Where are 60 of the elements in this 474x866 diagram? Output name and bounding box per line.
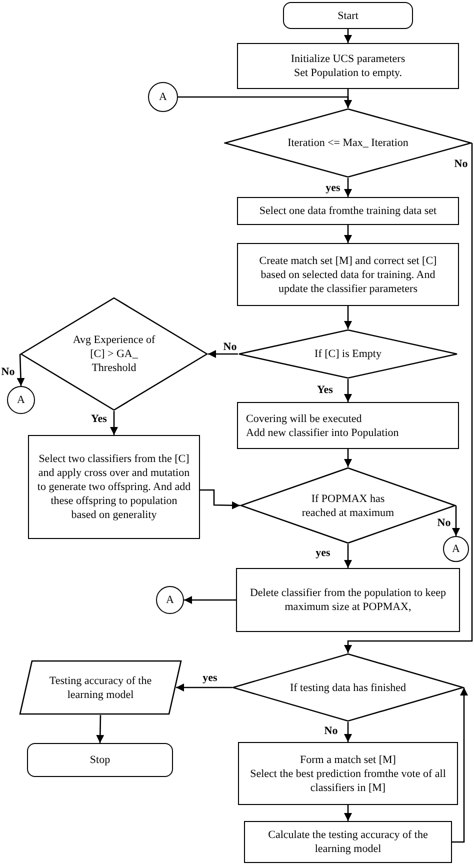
arrow <box>184 596 236 604</box>
arrow <box>344 449 352 467</box>
node-text: Start <box>338 8 358 22</box>
edge-label: No <box>453 158 469 170</box>
arrow <box>200 489 240 510</box>
arrow <box>344 178 352 197</box>
process-box <box>28 435 200 539</box>
node-text: Set Population to empty. <box>294 66 402 80</box>
arrow <box>344 89 352 108</box>
node-text: Iteration <= Max_ Iteration <box>288 136 408 150</box>
edge-label: Yes <box>316 384 334 396</box>
stop-terminal <box>27 743 173 777</box>
node-text: Stop <box>90 753 110 767</box>
node-text: Initialize UCS parameters <box>290 52 406 66</box>
process-box <box>237 402 459 449</box>
node-text: Select the best prediction fromthe vote of all classifiers in [M] <box>249 766 447 794</box>
node-text: Form a match set [M] <box>300 752 396 766</box>
arrow <box>344 143 473 653</box>
arrow <box>344 805 352 821</box>
process-box <box>237 197 459 225</box>
node-text: Avg Experience of [C] > GA_ Threshold <box>72 333 156 375</box>
edge-label: No <box>436 517 452 529</box>
node-text: A <box>452 542 460 556</box>
arrow <box>344 544 352 568</box>
node-text: Covering will be executed <box>246 412 362 426</box>
arrow <box>452 506 460 536</box>
arrow <box>344 722 352 742</box>
edge-label: Yes <box>90 413 108 425</box>
arrow <box>110 411 118 435</box>
arrow <box>96 714 104 744</box>
arrow <box>16 354 25 386</box>
start-terminal <box>283 2 413 29</box>
process-box <box>237 43 459 89</box>
process-box <box>237 243 459 306</box>
process-box <box>238 742 458 805</box>
edge-label: No <box>323 725 339 737</box>
node-text: Delete classifier from the population to keep maximum size at POPMAX, <box>248 586 448 614</box>
process-box <box>236 568 460 632</box>
arrow <box>452 688 468 843</box>
arrow <box>344 29 352 43</box>
arrow <box>176 684 232 692</box>
node-text: Create match set [M] and correct set [C] based on selected data for training. And update the classifier parameters <box>258 254 438 296</box>
node-text: Select one data fromthe training data set <box>259 204 437 218</box>
node-text: A <box>159 90 167 104</box>
edge-label: No <box>222 341 238 353</box>
node-text: Calculate the testing accuracy of the learning model <box>267 828 429 856</box>
node-text: If POPMAX has reached at maximum <box>300 492 396 520</box>
arrow <box>344 225 352 243</box>
process-box <box>244 821 452 863</box>
node-text: If testing data has finished <box>290 680 406 694</box>
node-text: A <box>17 393 25 407</box>
node-text: Add new classifier into Population <box>246 426 399 440</box>
node-text: If [C] is Empty <box>314 347 382 361</box>
arrow <box>344 379 352 402</box>
node-text: Testing accuracy of the learning model <box>48 674 153 702</box>
arrow <box>208 350 238 358</box>
node-text: Select two classifiers from the [C] and apply cross over and mutation to generate two offspring. And add these offspring to population based on generality <box>37 452 191 522</box>
node-text: A <box>166 593 174 607</box>
arrow <box>344 306 352 329</box>
edge-label: No <box>0 366 16 378</box>
